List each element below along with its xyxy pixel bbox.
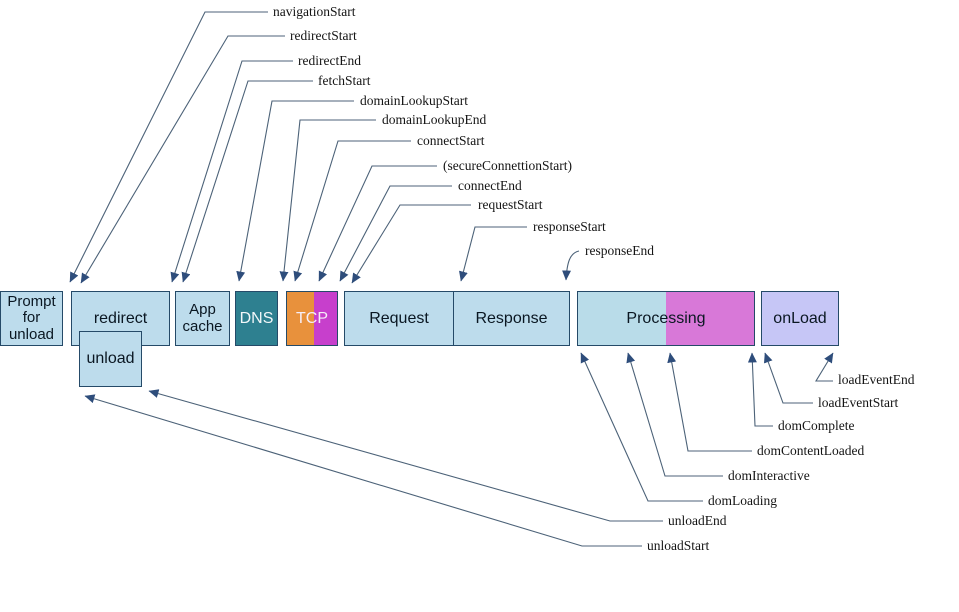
event-label-requestStart: requestStart [478,197,543,212]
event-label-unloadEnd: unloadEnd [668,513,727,528]
event-label-domLoading: domLoading [708,493,777,508]
event-label-responseEnd: responseEnd [585,243,654,258]
box-processing: Processing [577,291,755,346]
box-prompt-for-unload: Prompt for unload [0,291,63,346]
line-responseEnd [562,250,580,281]
line-navigationStart [69,11,268,283]
event-label-redirectEnd: redirectEnd [298,53,361,68]
box-onload: onLoad [761,291,839,346]
event-label-secureConnectionStart: (secureConnettionStart) [443,158,572,173]
box-dns: DNS [235,291,278,346]
line-unloadEnd [148,389,663,522]
box-app-cache: App cache [175,291,230,346]
event-label-domComplete: domComplete [778,418,855,433]
event-label-connectEnd: connectEnd [458,178,522,193]
line-domInteractive [626,352,723,477]
line-domLoading [580,352,703,502]
line-fetchStart [181,80,313,283]
event-label-loadEventEnd: loadEventEnd [838,372,915,387]
box-response: Response [453,291,570,346]
event-label-fetchStart: fetchStart [318,73,371,88]
line-unloadStart [84,394,642,547]
event-label-domainLookupStart: domainLookupStart [360,93,468,108]
line-redirectStart [80,35,285,284]
line-domainLookupStart [236,100,354,282]
event-label-unloadStart: unloadStart [647,538,710,553]
line-responseStart [459,226,527,282]
event-label-redirectStart: redirectStart [290,28,357,43]
box-request: Request [344,291,454,346]
line-domContentLoaded [667,352,752,452]
event-label-domainLookupEnd: domainLookupEnd [382,112,487,127]
event-label-responseStart: responseStart [533,219,606,234]
box-tcp: TCP [286,291,338,346]
line-connectStart [293,140,411,282]
box-unload: unload [79,331,142,387]
line-redirectEnd [170,60,293,283]
event-label-domContentLoaded: domContentLoaded [757,443,865,458]
event-label-connectStart: connectStart [417,133,485,148]
line-loadEventStart [763,352,813,404]
line-connectEnd [339,185,452,282]
line-requestStart [351,204,471,284]
event-label-loadEventStart: loadEventStart [818,395,899,410]
event-label-navigationStart: navigationStart [273,4,356,19]
event-label-domInteractive: domInteractive [728,468,810,483]
line-secureConnectionStart [318,165,437,282]
line-loadEventEnd [815,352,834,382]
line-domComplete [747,352,773,427]
line-domainLookupEnd [279,119,376,282]
